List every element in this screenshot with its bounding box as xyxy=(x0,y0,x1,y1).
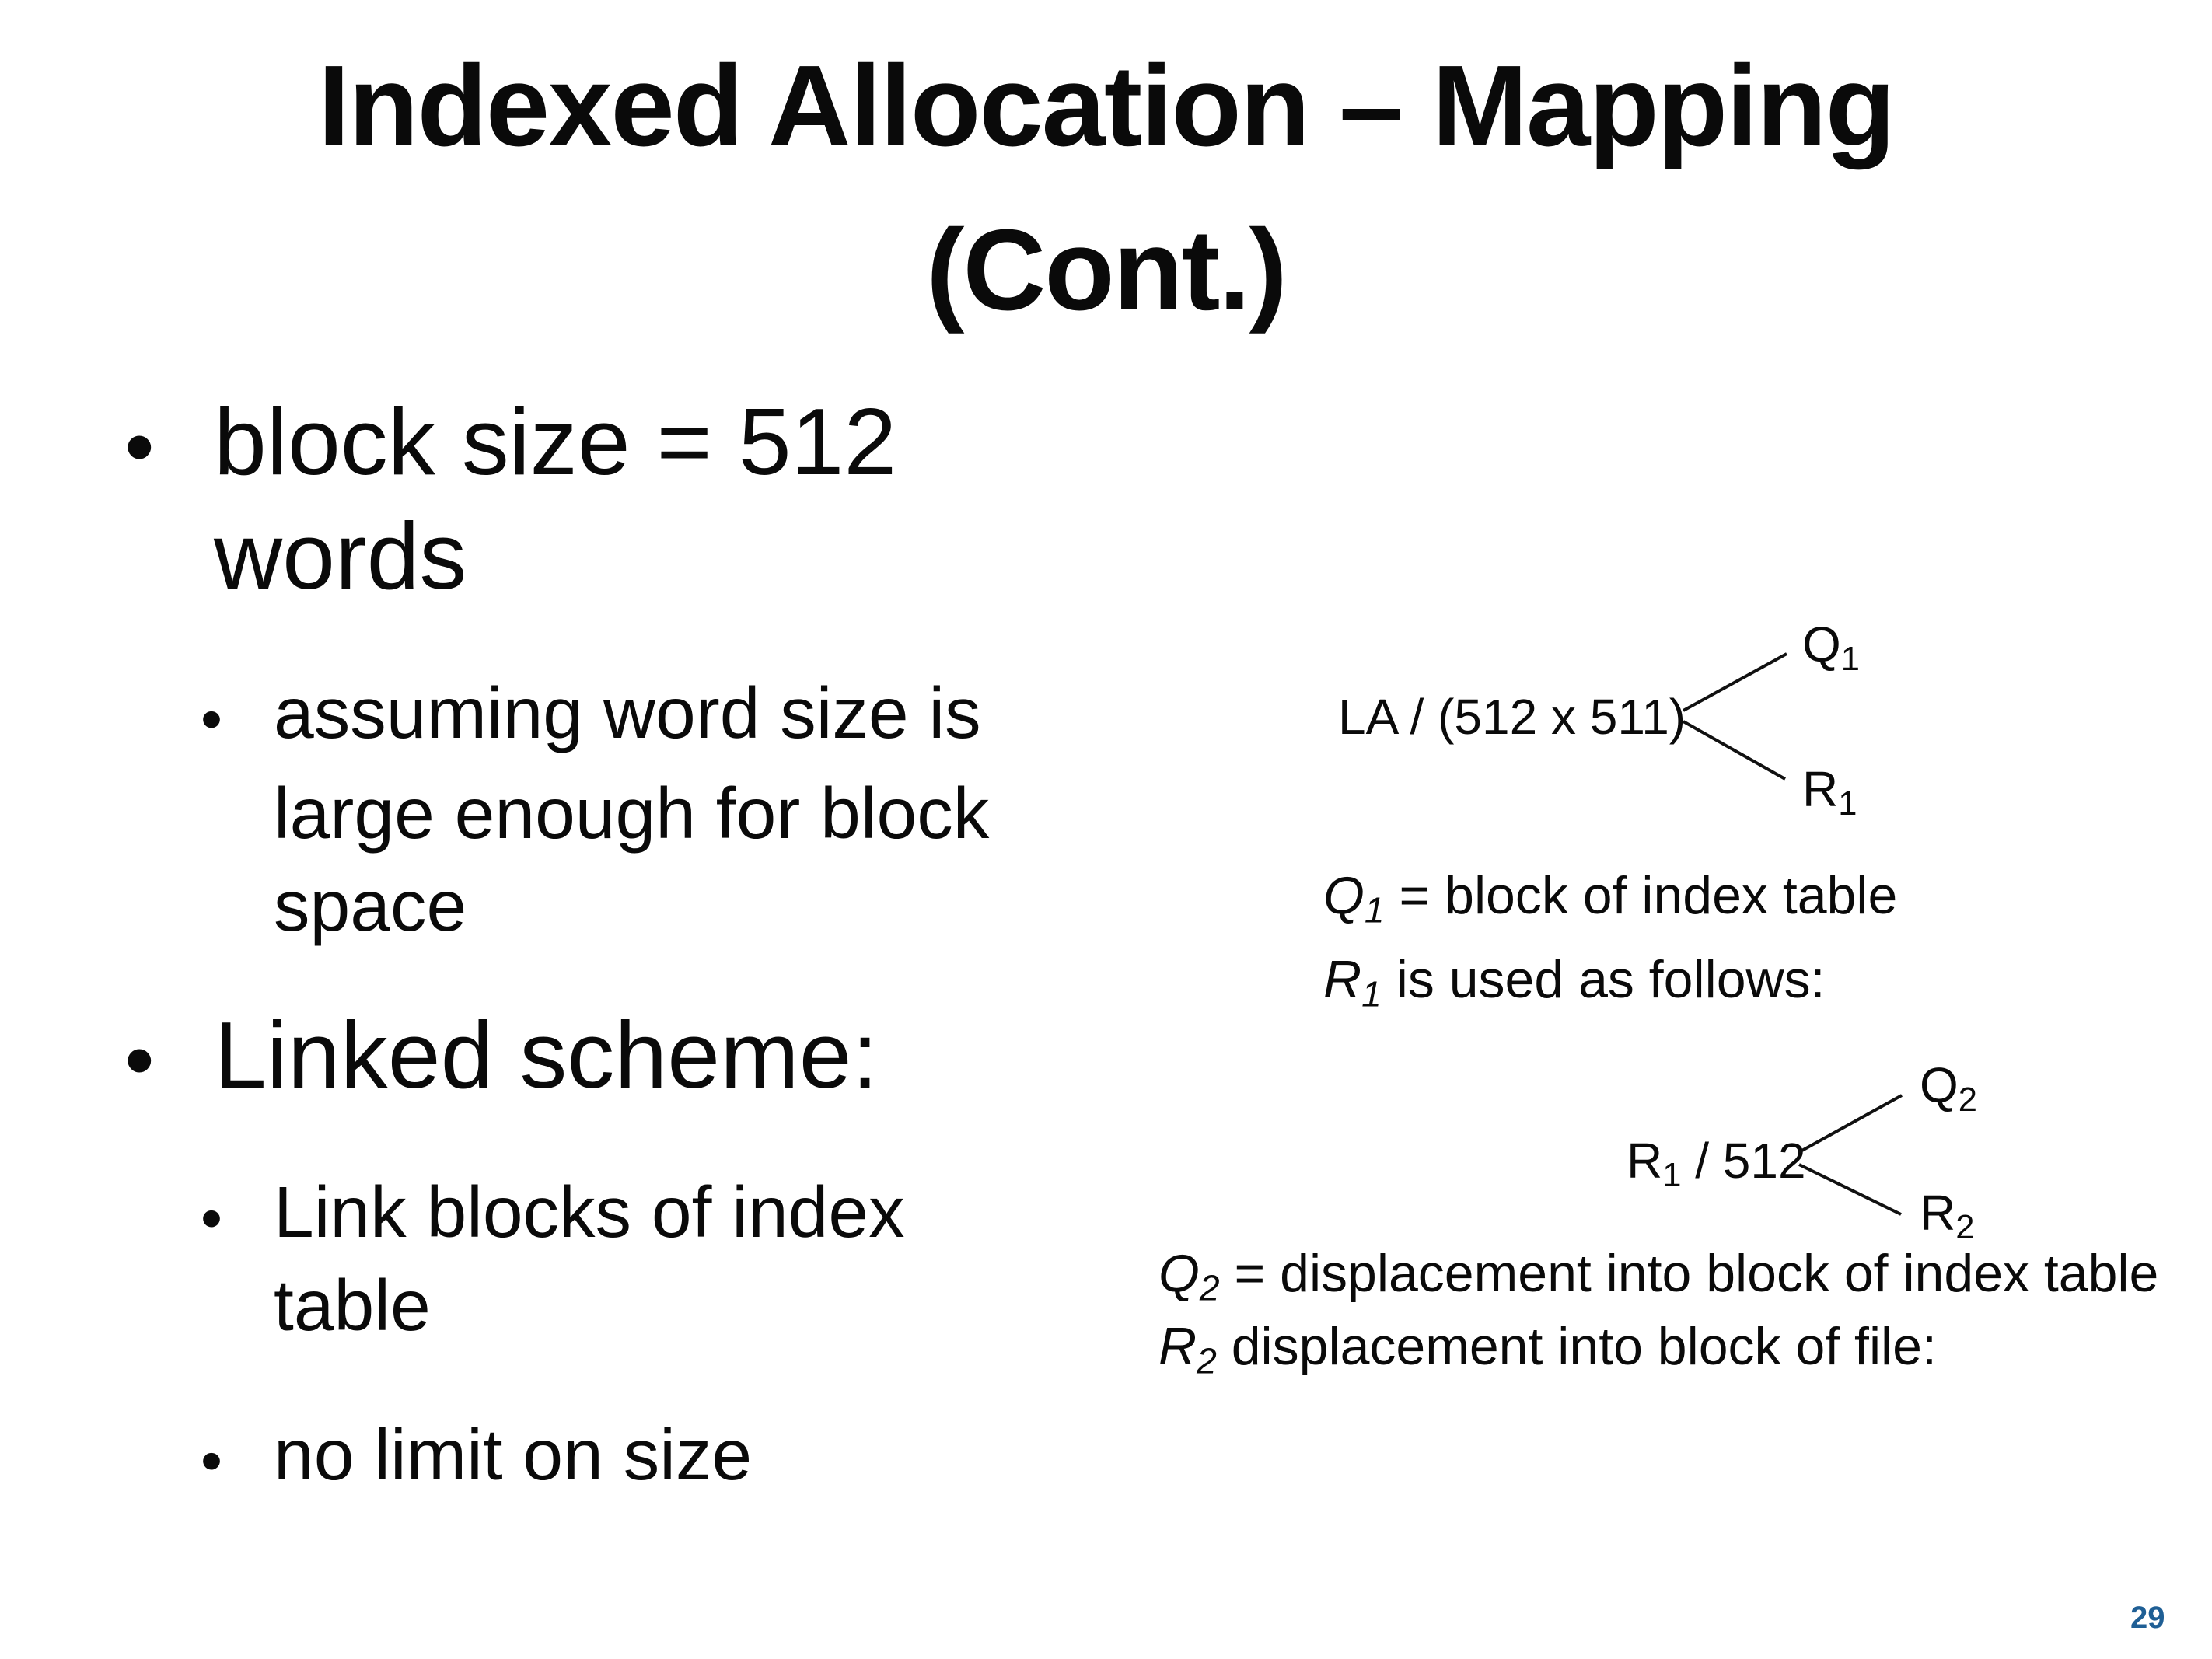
r-var: R xyxy=(1802,761,1839,817)
var: Q xyxy=(1158,1244,1200,1303)
bullet-text: block size = 512 xyxy=(214,389,897,494)
explain2-line2: R2 displacement into block of file: xyxy=(1158,1317,1937,1379)
slide-title-line-2: (Cont.) xyxy=(926,206,1288,334)
diagram1-expression: LA / (512 x 511) xyxy=(1338,689,1686,745)
var-sub: 1 xyxy=(1662,1156,1682,1194)
diagram2-q-label: Q2 xyxy=(1920,1057,1977,1117)
branch-line-r2 xyxy=(1798,1163,1902,1216)
q-var: Q xyxy=(1920,1057,1959,1113)
bullet-dot: • xyxy=(124,399,155,494)
r-sub: 2 xyxy=(1955,1208,1975,1246)
sub-bullet-text: no limit on size xyxy=(274,1414,753,1495)
sub-bullet-dot: • xyxy=(201,684,223,753)
diagram1-r-label: R1 xyxy=(1802,761,1857,821)
var: R xyxy=(1627,1133,1663,1189)
bullet-dot: • xyxy=(124,1012,155,1108)
text: = displacement into block of index table xyxy=(1219,1244,2159,1303)
sub-bullet-text: Link blocks of index xyxy=(274,1172,905,1252)
text: = block of index table xyxy=(1384,866,1898,925)
branch-line-r1 xyxy=(1683,720,1786,781)
page-number: 29 xyxy=(2130,1601,2165,1635)
explain1-line1: Q1 = block of index table xyxy=(1323,866,1898,928)
var-sub: 2 xyxy=(1199,1267,1220,1308)
diagram2-expression: R1 / 512 xyxy=(1627,1133,1806,1193)
var: R xyxy=(1323,950,1362,1009)
slide-title-line-1: Indexed Allocation – Mapping xyxy=(317,42,1896,170)
bullet-text: words xyxy=(214,503,467,609)
sub-bullet-text: table xyxy=(274,1265,431,1346)
diagram2-r-label: R2 xyxy=(1920,1185,1974,1245)
r-var: R xyxy=(1920,1185,1956,1241)
branch-line-q1 xyxy=(1683,652,1787,712)
r-sub: 1 xyxy=(1838,784,1857,823)
text: displacement into block of file: xyxy=(1216,1317,1937,1376)
var: R xyxy=(1158,1317,1197,1376)
sub-bullet-text: assuming word size is xyxy=(274,672,981,753)
var-sub: 1 xyxy=(1364,889,1385,931)
explain1-line2: R1 is used as follows: xyxy=(1323,950,1826,1012)
var-sub: 1 xyxy=(1361,973,1382,1015)
diagram1-q-label: Q1 xyxy=(1802,620,1860,676)
bullet-text: Linked scheme: xyxy=(214,1002,879,1108)
sub-bullet-dot: • xyxy=(201,1426,223,1495)
text: / 512 xyxy=(1681,1133,1806,1189)
sub-bullet-text: large enough for block xyxy=(274,773,990,854)
q-sub: 2 xyxy=(1958,1081,1977,1119)
q-var: Q xyxy=(1802,616,1841,672)
var-sub: 2 xyxy=(1197,1340,1217,1381)
var: Q xyxy=(1323,866,1365,925)
q-sub: 1 xyxy=(1840,640,1860,678)
branch-line-q2 xyxy=(1798,1094,1903,1154)
explain2-line1: Q2 = displacement into block of index ta… xyxy=(1158,1244,2159,1306)
sub-bullet-dot: • xyxy=(201,1183,223,1252)
text: is used as follows: xyxy=(1381,950,1826,1009)
sub-bullet-text: space xyxy=(274,865,467,946)
